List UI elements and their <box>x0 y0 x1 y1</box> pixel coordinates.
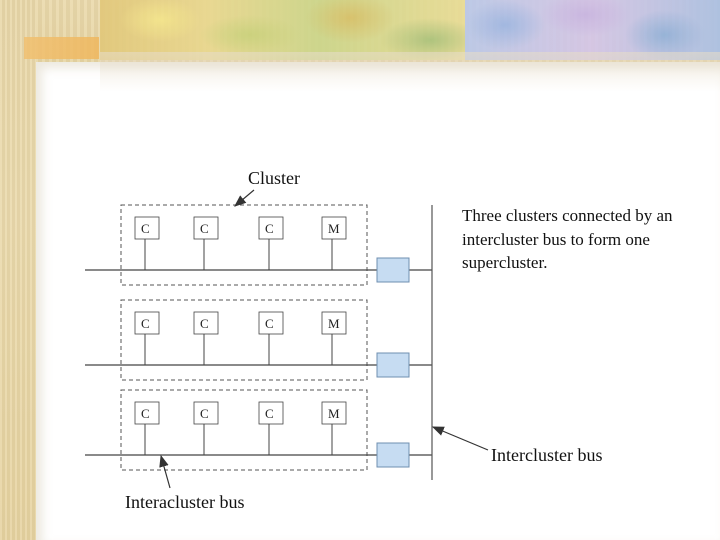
node-label: C <box>200 406 209 421</box>
node-label: C <box>200 221 209 236</box>
cpu-node <box>193 216 219 240</box>
memory-node <box>321 216 347 240</box>
cluster-boundary <box>120 389 368 471</box>
node-label: C <box>265 406 274 421</box>
node-label: M <box>328 221 340 236</box>
node-label: M <box>328 316 340 331</box>
node-label: C <box>141 221 150 236</box>
memory-node <box>321 401 347 425</box>
cluster-boundary <box>120 299 368 381</box>
cluster-label: Cluster <box>248 168 300 188</box>
bus-interface-box <box>376 442 410 468</box>
cpu-node <box>258 401 284 425</box>
intercluster-bus-label: Intercluster bus <box>491 445 603 465</box>
node-label: C <box>141 406 150 421</box>
floral-banner-image <box>100 0 465 60</box>
node-label: M <box>328 406 340 421</box>
cpu-node <box>134 401 160 425</box>
intracluster-bus-label: Interacluster bus <box>125 492 245 512</box>
cpu-node <box>134 311 160 335</box>
memory-node <box>321 311 347 335</box>
node-label: C <box>265 316 274 331</box>
bus-interface-box <box>376 257 410 283</box>
intercluster-label-arrow <box>431 426 489 451</box>
node-label: C <box>141 316 150 331</box>
description-text: Three clusters connected by an interclus… <box>462 206 673 272</box>
cpu-node <box>258 216 284 240</box>
intracluster-label-arrow <box>159 454 171 489</box>
cpu-node <box>193 311 219 335</box>
node-label: C <box>265 221 274 236</box>
node-label: C <box>200 316 209 331</box>
cpu-node <box>134 216 160 240</box>
bus-interface-box <box>376 352 410 378</box>
parchment-background-left <box>0 0 36 540</box>
blue-floral-banner-image <box>465 0 720 60</box>
cluster-label-arrow <box>234 189 255 207</box>
cpu-node <box>258 311 284 335</box>
cpu-node <box>193 401 219 425</box>
banner-shadow <box>100 52 720 92</box>
decorative-orange-strip <box>24 37 99 59</box>
